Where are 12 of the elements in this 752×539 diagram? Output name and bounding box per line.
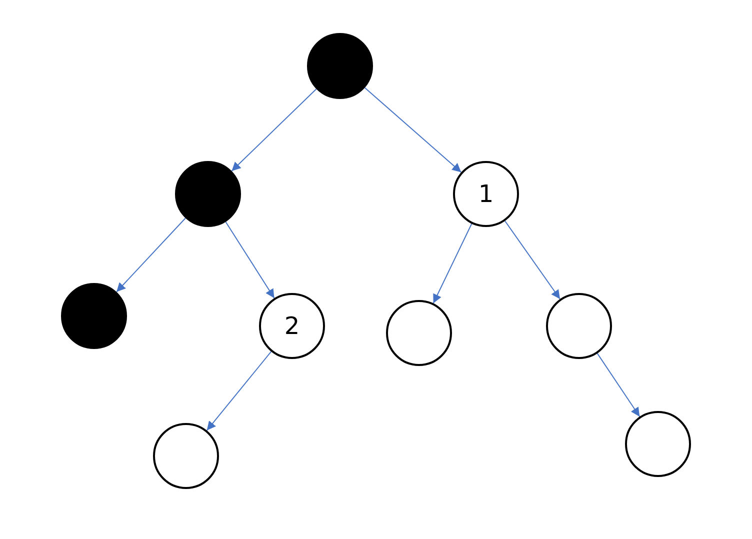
arrow	[116, 218, 186, 292]
arrow	[432, 223, 472, 304]
arrow	[206, 351, 272, 431]
filled-circle	[307, 33, 373, 99]
filled-circle	[175, 161, 241, 227]
node-number: 1	[478, 180, 494, 208]
arrow	[364, 87, 462, 173]
arrow	[225, 221, 275, 299]
arrow	[504, 220, 560, 300]
arrow	[596, 352, 640, 418]
arrow	[231, 88, 317, 172]
node-number: 2	[284, 312, 300, 340]
